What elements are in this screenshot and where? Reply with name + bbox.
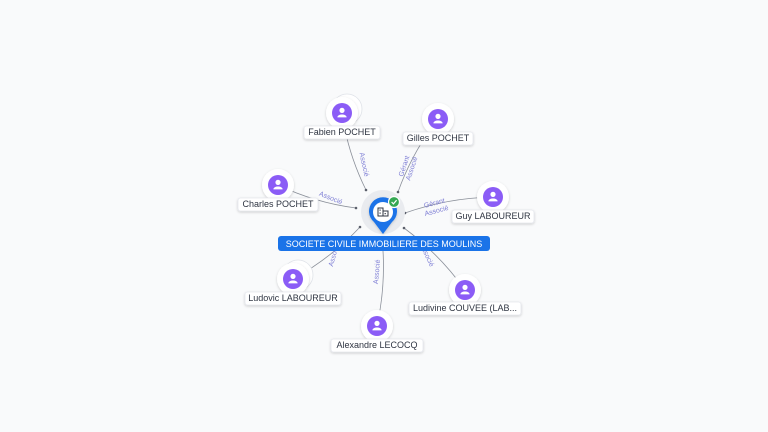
person-node-ludovic[interactable]: Ludovic LABOUREUR xyxy=(244,259,342,306)
person-label-box xyxy=(303,125,381,140)
edge-arrow-ludivine xyxy=(402,226,406,230)
people-layer: Fabien POCHET Gilles POCHET Charles POCHET… xyxy=(237,93,535,353)
edge-arrow-gilles xyxy=(396,190,400,194)
person-name: Alexandre LECOCQ xyxy=(336,340,417,350)
person-name: Charles POCHET xyxy=(242,199,314,209)
person-node-alexandre[interactable]: Alexandre LECOCQ xyxy=(330,310,424,353)
edge-arrow-fabien xyxy=(364,188,368,192)
person-label-box xyxy=(408,301,522,316)
person-label-box xyxy=(402,131,474,146)
company-label-box xyxy=(278,236,490,251)
edge-role-label: Associé xyxy=(318,191,343,207)
person-name: Ludovic LABOUREUR xyxy=(248,293,338,303)
person-label-box xyxy=(330,338,424,353)
edge-role-label: Associé xyxy=(357,152,369,178)
check-badge-icon xyxy=(387,195,401,209)
person-label-box xyxy=(451,209,535,224)
person-node-charles[interactable]: Charles POCHET xyxy=(237,169,319,212)
person-name: Fabien POCHET xyxy=(308,127,376,137)
person-label-box xyxy=(244,291,342,306)
person-node-gilles[interactable]: Gilles POCHET xyxy=(402,103,474,146)
person-name: Ludivine COUVEE (LAB... xyxy=(413,303,517,313)
person-name: Guy LABOUREUR xyxy=(455,211,531,221)
person-node-ludivine[interactable]: Ludivine COUVEE (LAB... xyxy=(408,274,522,316)
person-label-box xyxy=(237,197,319,212)
person-name: Gilles POCHET xyxy=(407,133,470,143)
building-icon xyxy=(377,207,389,217)
edge-arrow-charles xyxy=(354,206,358,210)
person-node-guy[interactable]: Guy LABOUREUR xyxy=(451,181,535,224)
person-node-fabien[interactable]: Fabien POCHET xyxy=(303,93,381,140)
edge-role-label: Associé xyxy=(373,259,382,284)
company-node[interactable]: SOCIETE CIVILE IMMOBILIERE DES MOULINS xyxy=(278,190,490,251)
company-name: SOCIETE CIVILE IMMOBILIERE DES MOULINS xyxy=(286,239,483,249)
edge-arrow-ludovic xyxy=(358,225,362,229)
